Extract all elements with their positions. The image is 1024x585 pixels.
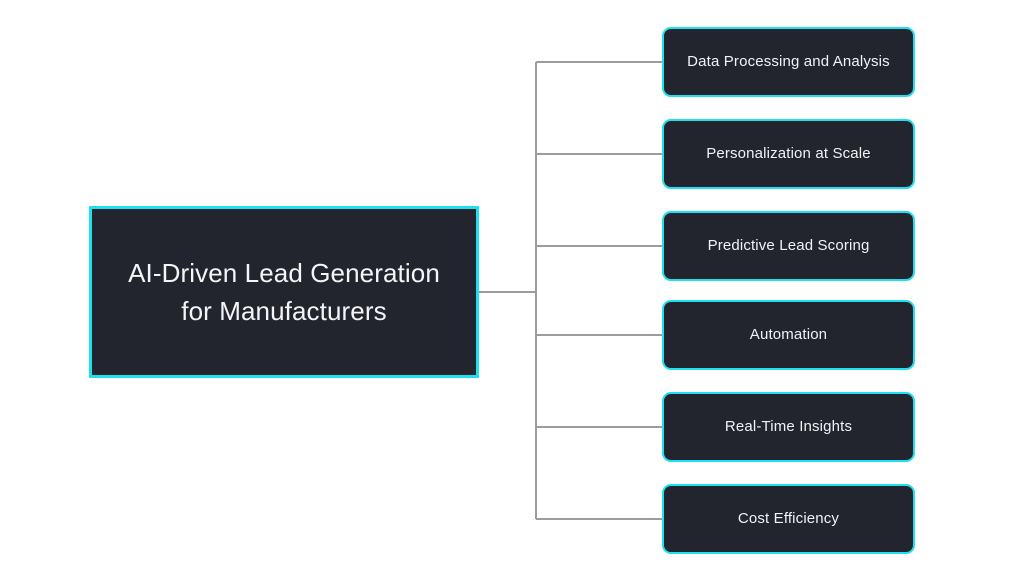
branch-node-cost-efficiency[interactable]: Cost Efficiency [662, 484, 915, 554]
branch-node-predictive-lead-scoring[interactable]: Predictive Lead Scoring [662, 211, 915, 281]
branch-node-label: Real-Time Insights [724, 418, 853, 435]
root-node[interactable]: AI-Driven Lead Generation for Manufactur… [89, 206, 479, 378]
branch-node-label: Personalization at Scale [706, 145, 871, 162]
branch-node-label: Automation [749, 326, 828, 343]
root-node-label-line2: for Manufacturers [181, 296, 387, 326]
branch-node-personalization-at-scale[interactable]: Personalization at Scale [662, 119, 915, 189]
branch-node-automation[interactable]: Automation [662, 300, 915, 370]
branch-node-label: Data Processing and Analysis [687, 53, 890, 70]
root-node-label-line1: AI-Driven Lead Generation [128, 258, 440, 288]
root-node-label: AI-Driven Lead Generation for Manufactur… [110, 254, 458, 330]
branch-node-label: Cost Efficiency [737, 510, 840, 527]
branch-node-label: Predictive Lead Scoring [707, 237, 870, 254]
branch-node-real-time-insights[interactable]: Real-Time Insights [662, 392, 915, 462]
branch-node-data-processing-and-analysis[interactable]: Data Processing and Analysis [662, 27, 915, 97]
